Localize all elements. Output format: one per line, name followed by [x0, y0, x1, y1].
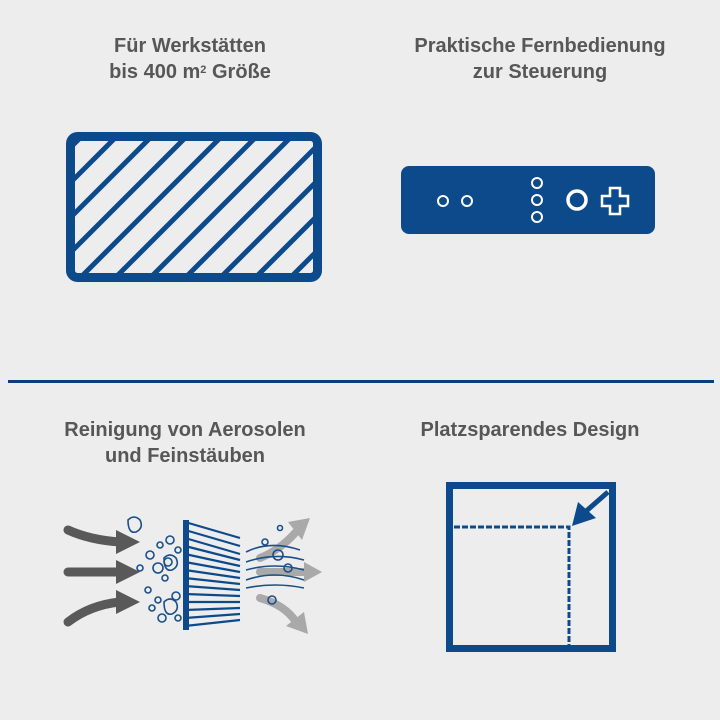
- section-divider: [8, 380, 714, 383]
- feature-workshop-size-title: Für Werkstätten bis 400 m2 Größe: [40, 33, 340, 85]
- air-filter-icon: [63, 516, 322, 634]
- compact-corner-icon: [446, 482, 616, 652]
- title-line-1: Praktische Fernbedienung: [414, 35, 666, 57]
- title-line-1: Für Werkstätten: [114, 35, 266, 57]
- title-line-2: zur Steuerung: [472, 61, 608, 83]
- arrow-head: [572, 502, 596, 526]
- title-line-2: und Feinstäuben: [105, 445, 265, 467]
- title-line-1: Reinigung von Aerosolen: [64, 419, 306, 441]
- title-line-2-text: bis 400 m: [109, 61, 201, 83]
- feature-aerosol-cleaning-title: Reinigung von Aerosolen und Feinstäuben: [20, 417, 350, 469]
- superscript: 2: [200, 64, 207, 76]
- title-line-1: Platzsparendes Design: [420, 419, 640, 441]
- title-line-2-suffix: Größe: [206, 61, 271, 83]
- title-line-2: bis 400 m2 Größe: [40, 59, 340, 85]
- arrow-head: [116, 530, 140, 554]
- arrow-head: [116, 590, 140, 614]
- arrow-head: [116, 560, 140, 584]
- feature-remote-control-title: Praktische Fernbedienung zur Steuerung: [370, 33, 710, 85]
- feature-space-saving-title: Platzsparendes Design: [370, 417, 690, 443]
- remote-control-icon: [401, 166, 655, 234]
- hatched-area-icon: [66, 132, 322, 282]
